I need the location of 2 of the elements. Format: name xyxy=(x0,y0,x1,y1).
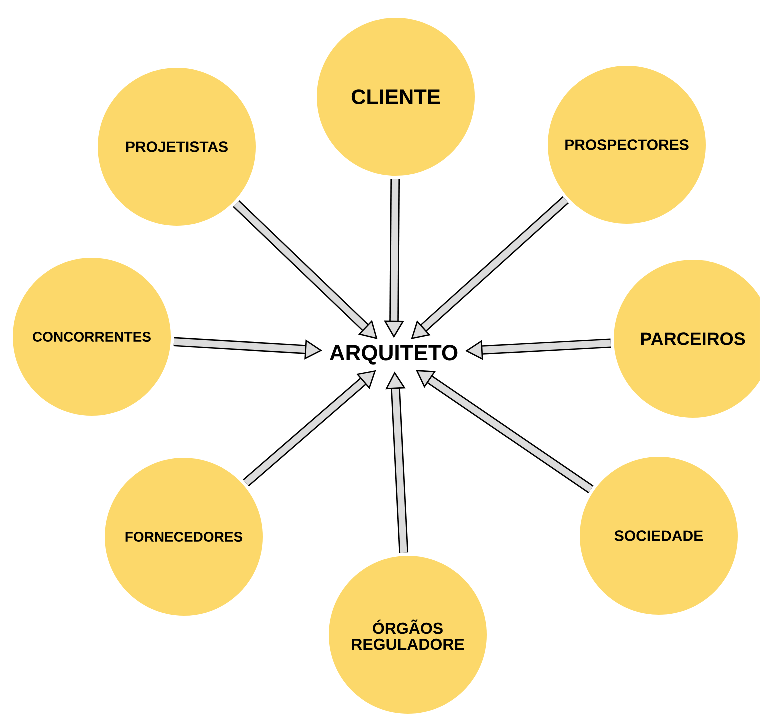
center-label: ARQUITETO xyxy=(330,345,458,365)
block-arrow xyxy=(416,370,594,494)
